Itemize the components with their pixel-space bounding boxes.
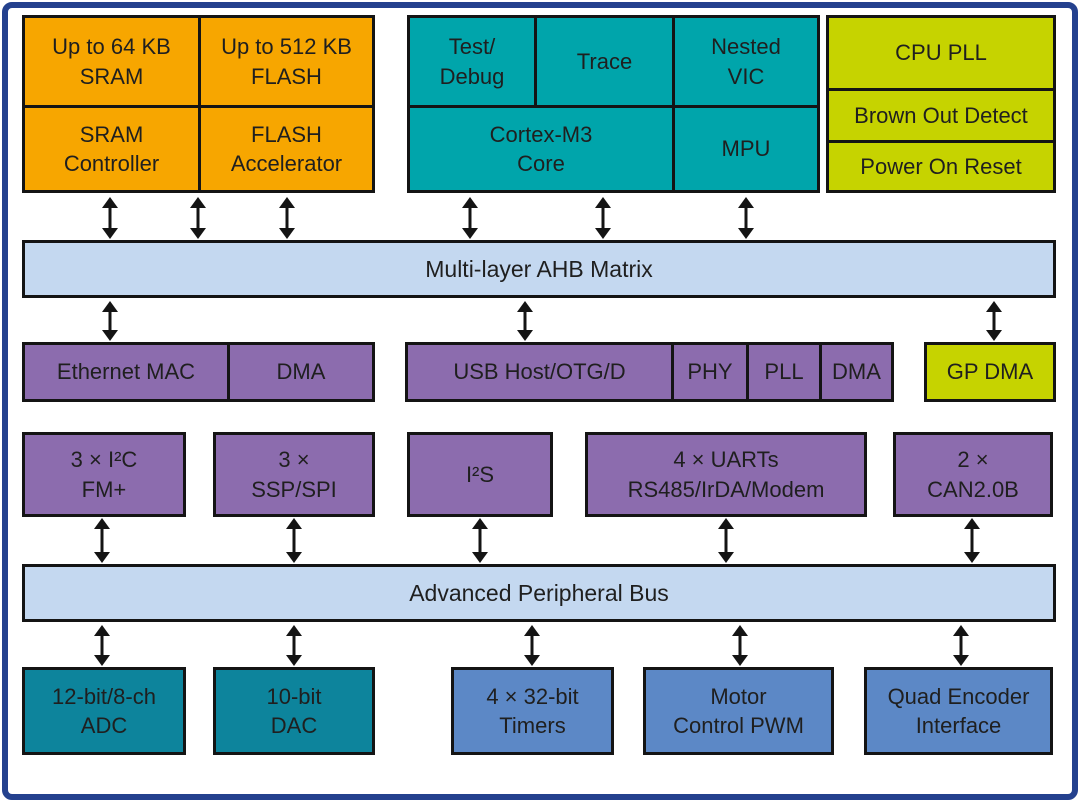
ethernet-group: Ethernet MAC DMA (22, 342, 375, 402)
apb-bus: Advanced Peripheral Bus (22, 564, 1056, 622)
bidirectional-arrow (462, 197, 478, 239)
block-ethernet-dma: DMA (230, 345, 372, 399)
bidirectional-arrow (718, 518, 734, 563)
block-can: 2 × CAN2.0B (893, 432, 1053, 517)
bidirectional-arrow (953, 625, 969, 666)
bidirectional-arrow (517, 301, 533, 341)
block-flash-size: Up to 512 KB FLASH (201, 18, 372, 105)
bidirectional-arrow (102, 301, 118, 341)
bidirectional-arrow (286, 518, 302, 563)
block-usb-phy: PHY (674, 345, 746, 399)
bidirectional-arrow (964, 518, 980, 563)
memory-group: Up to 64 KB SRAM Up to 512 KB FLASH SRAM… (22, 15, 375, 193)
bidirectional-arrow (102, 197, 118, 239)
block-i2s: I²S (407, 432, 553, 517)
block-usb-host: USB Host/OTG/D (408, 345, 671, 399)
block-brown-out-detect: Brown Out Detect (829, 91, 1053, 140)
ahb-matrix-bus: Multi-layer AHB Matrix (22, 240, 1056, 298)
bidirectional-arrow (94, 518, 110, 563)
bidirectional-arrow (190, 197, 206, 239)
block-gp-dma: GP DMA (924, 342, 1056, 402)
block-sram-controller: SRAM Controller (25, 108, 198, 190)
block-quad-encoder: Quad Encoder Interface (864, 667, 1053, 755)
block-power-on-reset: Power On Reset (829, 143, 1053, 190)
block-ethernet-mac: Ethernet MAC (25, 345, 227, 399)
bidirectional-arrow (279, 197, 295, 239)
system-group: CPU PLL Brown Out Detect Power On Reset (826, 15, 1056, 193)
block-uarts: 4 × UARTs RS485/IrDA/Modem (585, 432, 867, 517)
usb-group: USB Host/OTG/D PHY PLL DMA (405, 342, 894, 402)
block-trace: Trace (537, 18, 672, 105)
block-usb-pll: PLL (749, 345, 819, 399)
bidirectional-arrow (732, 625, 748, 666)
block-adc: 12-bit/8-ch ADC (22, 667, 186, 755)
block-nested-vic: Nested VIC (675, 18, 817, 105)
block-cortex-m3-core: Cortex-M3 Core (410, 108, 672, 190)
block-sram-size: Up to 64 KB SRAM (25, 18, 198, 105)
core-group: Test/ Debug Trace Nested VIC Cortex-M3 C… (407, 15, 820, 193)
block-test-debug: Test/ Debug (410, 18, 534, 105)
bidirectional-arrow (94, 625, 110, 666)
bidirectional-arrow (286, 625, 302, 666)
bidirectional-arrow (472, 518, 488, 563)
block-dac: 10-bit DAC (213, 667, 375, 755)
bidirectional-arrow (986, 301, 1002, 341)
bidirectional-arrow (738, 197, 754, 239)
block-motor-pwm: Motor Control PWM (643, 667, 834, 755)
block-usb-dma: DMA (822, 345, 891, 399)
block-ssp-spi: 3 × SSP/SPI (213, 432, 375, 517)
block-timers: 4 × 32-bit Timers (451, 667, 614, 755)
bidirectional-arrow (524, 625, 540, 666)
block-flash-accelerator: FLASH Accelerator (201, 108, 372, 190)
block-i2c: 3 × I²C FM+ (22, 432, 186, 517)
block-cpu-pll: CPU PLL (829, 18, 1053, 88)
block-mpu: MPU (675, 108, 817, 190)
bidirectional-arrow (595, 197, 611, 239)
